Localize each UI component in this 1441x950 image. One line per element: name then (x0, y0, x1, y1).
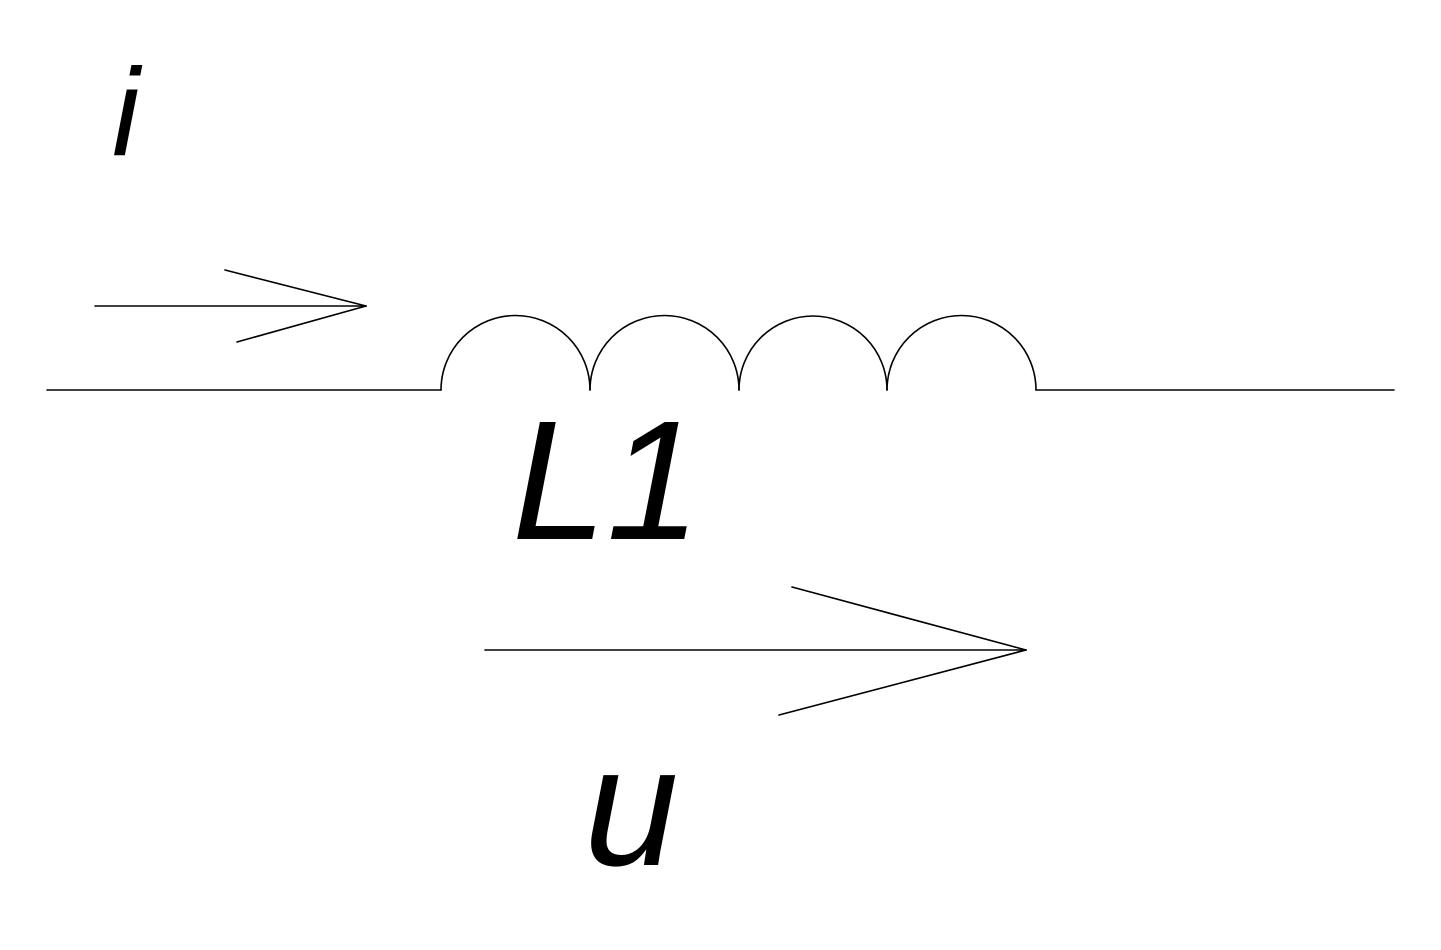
current-arrow (94, 269, 367, 343)
inductor-coil (440, 314, 1037, 391)
current-label: i (112, 44, 143, 182)
current-arrow-head-lower (236, 305, 367, 343)
coil-loop-3 (738, 315, 888, 391)
coil-loop-1 (440, 314, 591, 391)
voltage-arrow (484, 586, 1027, 716)
voltage-label: u (584, 712, 679, 902)
inductor-label: L1 (512, 386, 701, 576)
coil-loop-2 (589, 314, 740, 391)
voltage-arrow-head-lower (778, 649, 1027, 716)
coil-loop-4 (886, 314, 1037, 391)
voltage-arrow-head-upper (791, 586, 1027, 651)
current-arrow-head-upper (224, 269, 367, 307)
